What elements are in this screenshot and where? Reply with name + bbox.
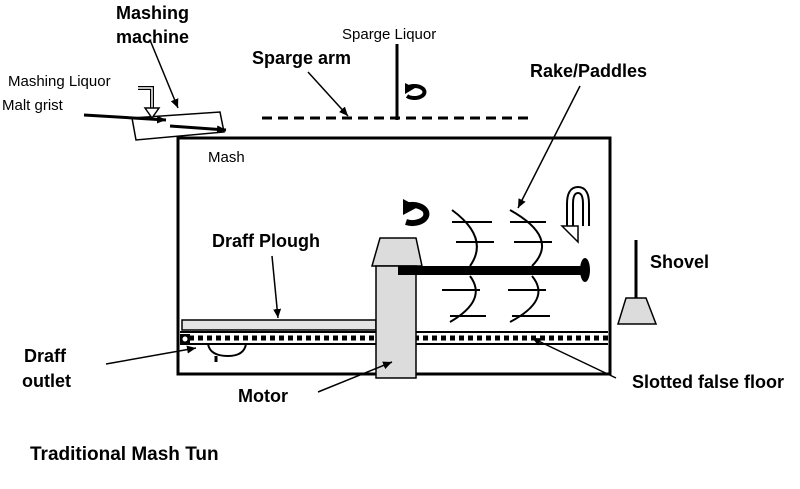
shovel-label: Shovel <box>650 252 709 272</box>
malt-grist-label: Malt grist <box>2 97 64 114</box>
paddle-rotation-arrow-icon <box>560 185 590 244</box>
rake-paddles-label: Rake/Paddles <box>530 61 647 81</box>
mashing-machine <box>83 86 227 141</box>
motor-column <box>371 237 423 379</box>
sparge-arm-label: Sparge arm <box>252 48 351 68</box>
rake-shaft <box>398 258 590 282</box>
slotted-false-floor-label: Slotted false floor <box>632 372 784 392</box>
draff-outlet-label: Draff <box>24 346 67 366</box>
mashing-machine-label: Mashing <box>116 3 189 23</box>
motor-label: Motor <box>238 386 288 406</box>
draff-outlet-label-2: outlet <box>22 371 71 391</box>
draff-plough-label: Draff Plough <box>212 231 320 251</box>
mashing-liquor-label: Mashing Liquor <box>8 73 111 90</box>
sparge-arm <box>262 44 534 120</box>
rake-paddles <box>442 209 552 323</box>
draff-outlet <box>180 334 248 362</box>
sparge-liquor-label: Sparge Liquor <box>342 26 436 43</box>
mash-label: Mash <box>208 149 245 166</box>
draff-plough <box>181 319 377 331</box>
mashing-machine-label-2: machine <box>116 27 189 47</box>
rotation-arrow-icon <box>403 199 430 226</box>
shovel-icon <box>616 240 658 325</box>
diagram-caption: Traditional Mash Tun <box>30 444 219 465</box>
leader-lines <box>105 39 617 393</box>
